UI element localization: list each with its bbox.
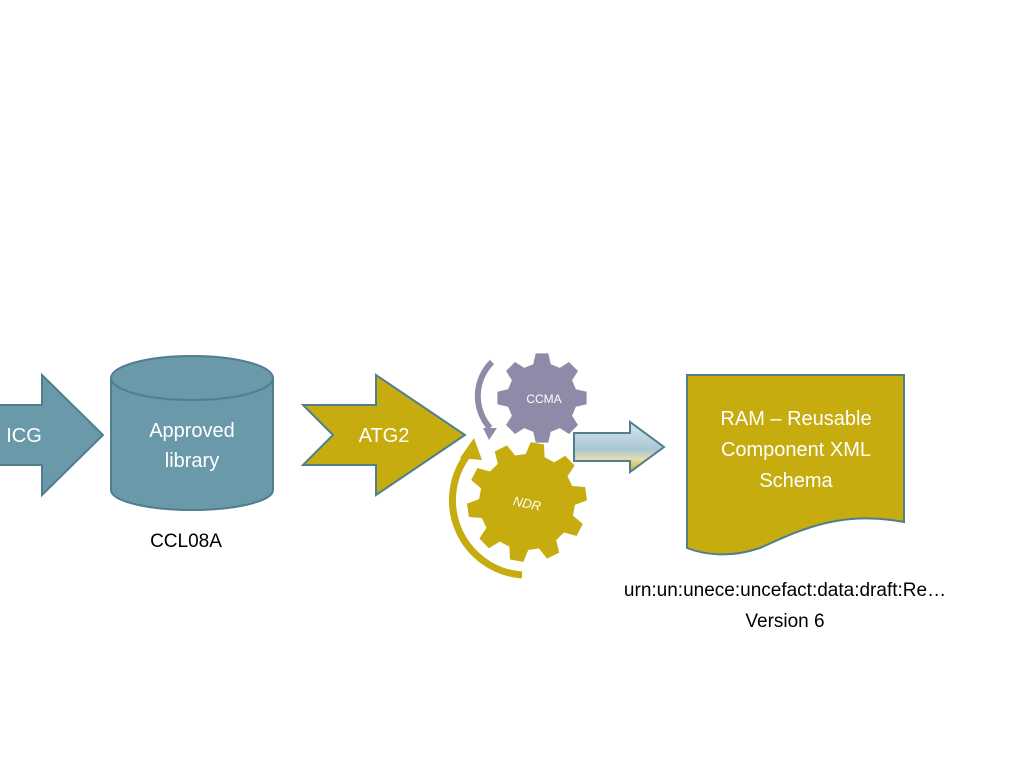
document-line3: Schema [759,470,833,492]
icg-label: ICG [6,425,42,447]
ccma-gear: CCMA [474,353,587,443]
ndr-gear-body [467,442,587,562]
ccma-label: CCMA [526,392,561,406]
library-label-line2: library [165,450,219,472]
ndr-label: NDR [512,493,543,514]
document-line2: Component XML [721,439,871,461]
ccma-gear-body [497,353,587,443]
document-caption-version: Version 6 [745,611,824,632]
library-label-line1: Approved [149,420,235,442]
document-line1: RAM – Reusable [720,408,871,430]
icg-arrow: ICG [0,372,105,498]
approved-library-cylinder: Approved library [110,355,274,511]
ndr-gear: NDR [448,438,587,579]
ccma-gear-icon [497,353,587,443]
output-arrow [573,420,666,474]
atg2-label: ATG2 [359,425,410,447]
ram-schema-document: RAM – Reusable Component XML Schema [686,374,905,556]
library-caption: CCL08A [150,531,222,552]
atg2-arrow: ATG2 [300,373,467,497]
document-caption-urn: urn:un:unece:uncefact:data:draft:Re… [624,580,946,601]
ndr-gear-icon [467,442,587,562]
